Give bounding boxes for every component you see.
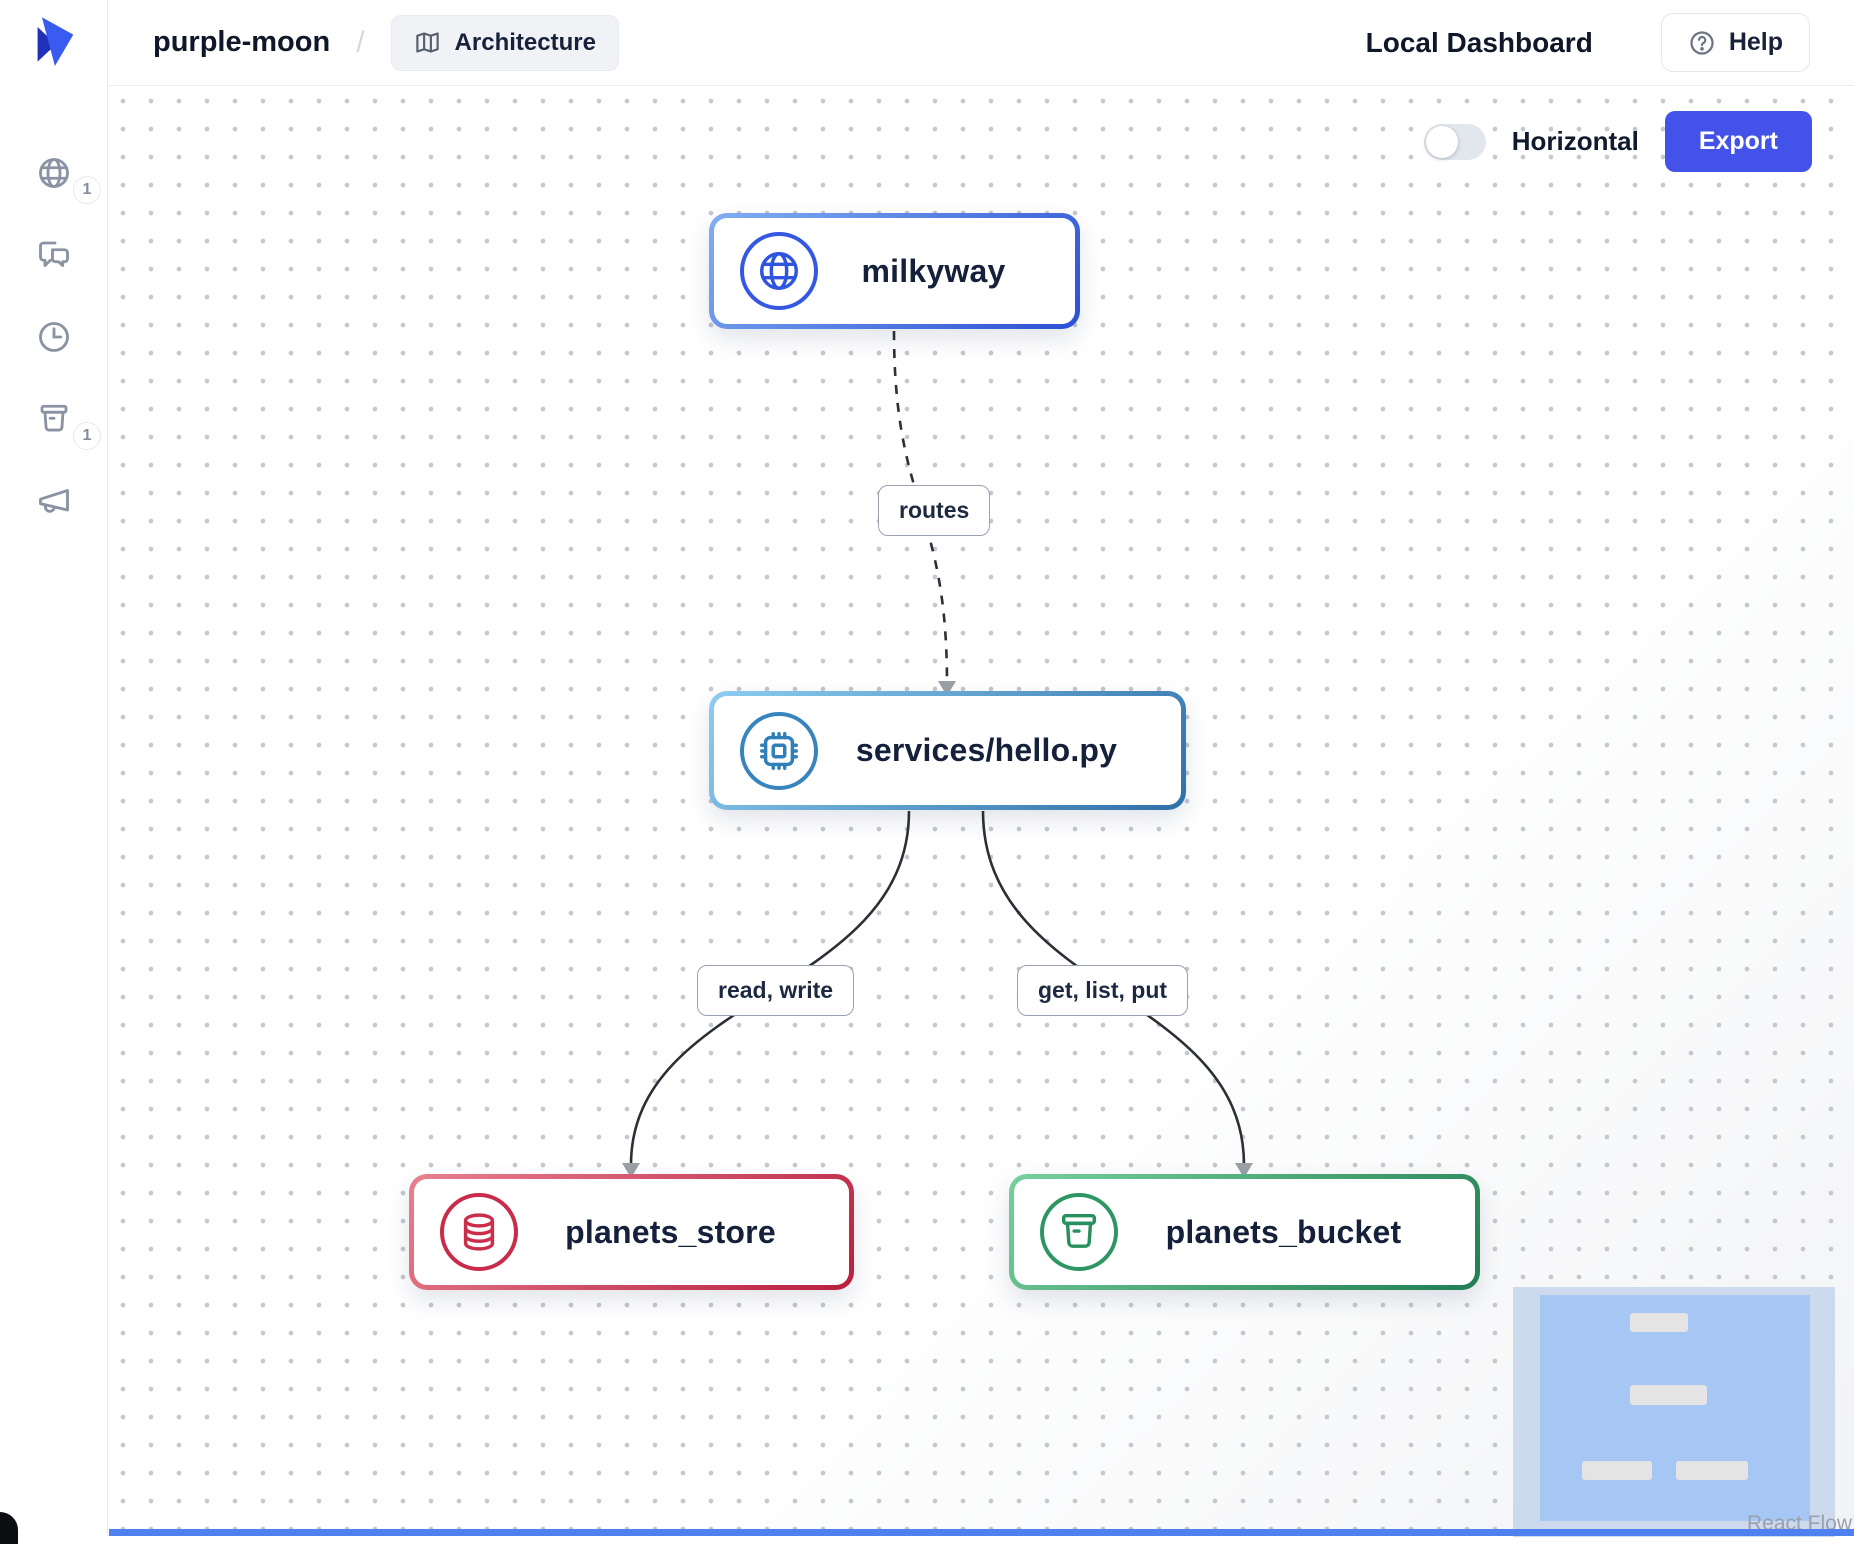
app-logo-icon[interactable]	[30, 14, 82, 70]
edge-label-read-write[interactable]: read, write	[697, 965, 854, 1016]
question-circle-icon	[1688, 29, 1716, 57]
sidebar-item-endpoints[interactable]: 1	[29, 148, 79, 198]
minimap[interactable]	[1513, 1287, 1835, 1537]
buckets-count-badge: 1	[73, 422, 101, 450]
database-icon	[440, 1193, 518, 1271]
toggle-knob	[1426, 126, 1458, 158]
canvas-toolbar: Horizontal Export	[1424, 111, 1812, 172]
horizontal-toggle[interactable]	[1424, 124, 1486, 160]
top-bar: purple-moon / Architecture Local Dashboa…	[109, 0, 1854, 86]
architecture-view-button[interactable]: Architecture	[391, 15, 619, 71]
node-planets-bucket[interactable]: planets_bucket	[1009, 1174, 1480, 1290]
endpoints-count-badge: 1	[73, 176, 101, 204]
sidebar-item-chat[interactable]	[29, 230, 79, 280]
globe-icon	[36, 155, 72, 191]
edge-label-routes[interactable]: routes	[878, 485, 990, 536]
edge-label-get-list-put[interactable]: get, list, put	[1017, 965, 1188, 1016]
history-icon	[36, 319, 72, 355]
map-icon	[414, 29, 441, 56]
sidebar: 1 1	[0, 0, 108, 1536]
sidebar-item-buckets[interactable]: 1	[29, 394, 79, 444]
minimap-node-milkyway	[1630, 1313, 1688, 1332]
help-button[interactable]: Help	[1661, 13, 1810, 72]
minimap-node-services	[1630, 1385, 1707, 1405]
sidebar-item-history[interactable]	[29, 312, 79, 362]
flow-canvas[interactable]: routes read, write get, list, put milkyw…	[109, 87, 1854, 1536]
export-button[interactable]: Export	[1665, 111, 1812, 172]
sidebar-item-announcements[interactable]	[29, 476, 79, 526]
megaphone-icon	[36, 483, 72, 519]
cpu-icon	[740, 712, 818, 790]
node-label: planets_store	[518, 1214, 823, 1251]
help-label: Help	[1729, 28, 1783, 57]
bottom-scroll-bar[interactable]	[109, 1529, 1854, 1536]
node-milkyway[interactable]: milkyway	[709, 213, 1080, 329]
node-planets-store[interactable]: planets_store	[409, 1174, 854, 1290]
horizontal-toggle-label: Horizontal	[1512, 126, 1639, 157]
minimap-viewport	[1540, 1295, 1810, 1521]
minimap-node-store	[1582, 1461, 1652, 1480]
node-label: milkyway	[818, 253, 1049, 290]
node-label: planets_bucket	[1118, 1214, 1449, 1251]
bucket-icon	[1040, 1193, 1118, 1271]
node-label: services/hello.py	[818, 732, 1155, 769]
sidebar-nav: 1 1	[0, 148, 108, 526]
project-name: purple-moon	[153, 26, 330, 59]
bucket-icon	[36, 401, 72, 437]
breadcrumb-separator: /	[356, 26, 364, 60]
minimap-node-bucket	[1676, 1461, 1748, 1480]
node-services-hello[interactable]: services/hello.py	[709, 691, 1186, 810]
chat-icon	[36, 237, 72, 273]
architecture-view-label: Architecture	[455, 29, 596, 57]
globe-icon	[740, 232, 818, 310]
page-title: Local Dashboard	[1366, 27, 1593, 59]
